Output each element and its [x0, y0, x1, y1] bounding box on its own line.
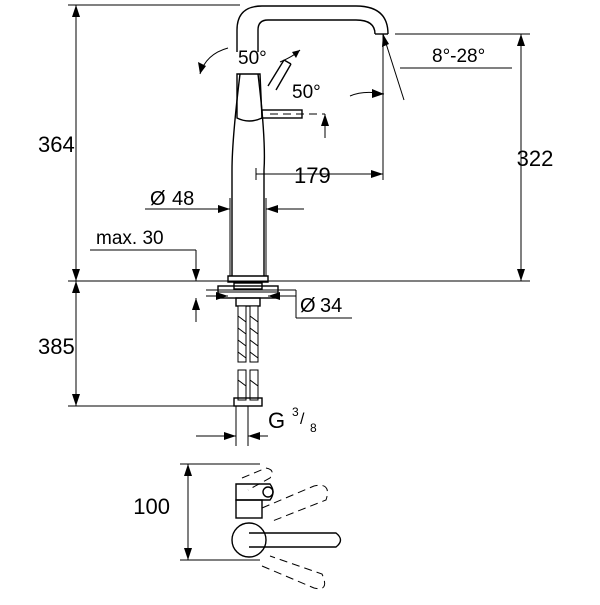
body-diameter-label: 48 — [172, 188, 194, 210]
lever-up-angle-label: 50° — [238, 48, 267, 69]
spout-range-angle-label: 8°-28° — [432, 46, 485, 67]
supply-hoses — [233, 305, 263, 446]
top-view — [180, 463, 342, 590]
hose-length-label: 385 — [38, 334, 75, 359]
spout-reach-label: 179 — [294, 163, 331, 188]
mounting-hardware — [217, 282, 279, 307]
connection-denominator: 8 — [310, 421, 317, 435]
connection-slash: / — [300, 411, 305, 428]
connection-numerator: 3 — [292, 405, 299, 419]
faucet-body — [227, 5, 389, 283]
lever-side-angle-label: 50° — [292, 82, 321, 103]
hole-diameter-symbol: Ø — [300, 295, 316, 317]
spout-height-label: 322 — [517, 146, 554, 171]
dimension-lines — [72, 5, 525, 560]
hole-diameter-label: 34 — [320, 295, 342, 317]
mount-thickness-label: max. 30 — [96, 228, 164, 249]
reference-lines — [68, 4, 530, 407]
connection-prefix-label: G — [268, 408, 285, 433]
total-height-label: 364 — [38, 132, 75, 157]
handle-depth-label: 100 — [133, 494, 170, 519]
body-diameter-symbol: Ø — [150, 188, 166, 210]
